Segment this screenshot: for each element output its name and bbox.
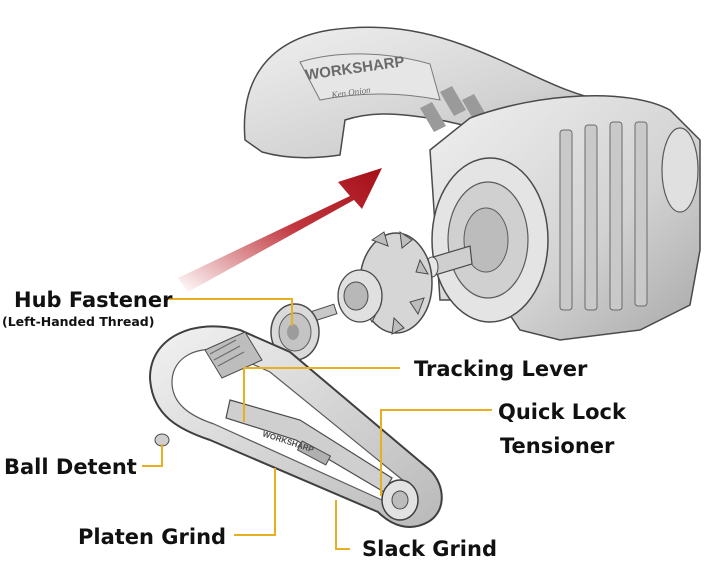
label-quick-lock: Quick Lock bbox=[498, 400, 626, 424]
drive-wheel bbox=[337, 230, 433, 335]
label-tracking-lever: Tracking Lever bbox=[414, 357, 588, 381]
label-slack-grind: Slack Grind bbox=[362, 537, 497, 561]
label-platen-grind: Platen Grind bbox=[78, 525, 227, 549]
label-hub-fastener: Hub Fastener bbox=[14, 288, 173, 312]
label-tensioner: Tensioner bbox=[500, 434, 615, 458]
leader-platen-grind bbox=[234, 468, 276, 536]
leader-lines bbox=[142, 298, 492, 550]
label-ball-detent: Ball Detent bbox=[4, 455, 137, 479]
leader-hub-fastener bbox=[166, 298, 293, 326]
hub-fastener-part bbox=[270, 303, 338, 361]
leader-tracking-lever bbox=[243, 367, 400, 422]
assembly-direction-arrow bbox=[178, 168, 382, 292]
belt-arm-assembly: WORKSHARP bbox=[148, 325, 443, 528]
leader-slack-grind bbox=[335, 500, 350, 550]
label-hub-fastener-note: (Left-Handed Thread) bbox=[2, 314, 155, 329]
leader-quick-lock bbox=[380, 409, 492, 496]
leader-ball-detent bbox=[142, 444, 163, 467]
motor-body bbox=[425, 95, 701, 341]
